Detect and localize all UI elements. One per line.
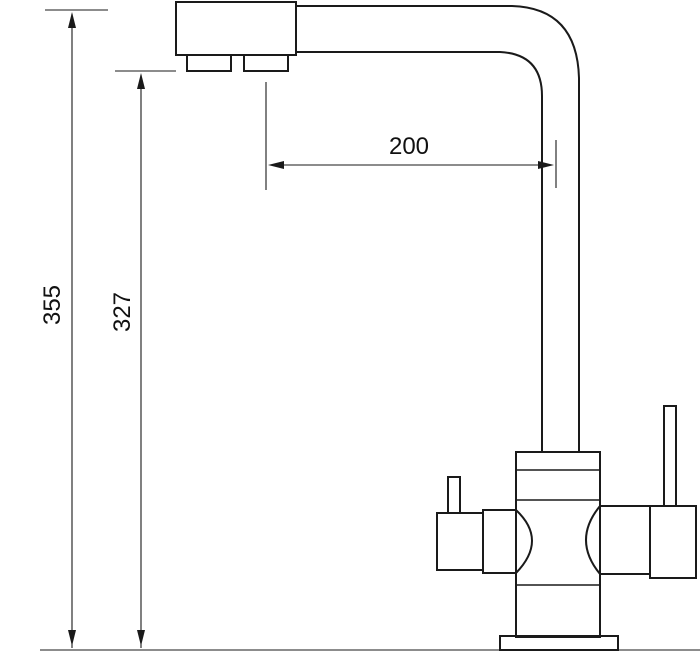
dimension-label-200: 200 xyxy=(389,133,429,160)
outlet-nozzle-right xyxy=(243,54,289,72)
outlet-nozzle-left xyxy=(186,54,232,72)
left-handle-cap xyxy=(436,512,484,571)
dimension-reach: 200 xyxy=(265,82,557,190)
faucet-body xyxy=(515,451,601,638)
arrowhead-bottom xyxy=(137,630,145,646)
dimension-total-height: 355 xyxy=(39,9,108,648)
arrowhead-top xyxy=(137,73,145,89)
spout-outer-edge xyxy=(296,5,580,452)
right-handle xyxy=(585,405,697,579)
base-plate xyxy=(499,635,619,651)
dimension-outlet-height: 327 xyxy=(109,70,176,648)
arrowhead-right xyxy=(538,161,554,169)
left-handle-neck xyxy=(482,509,517,574)
base-plate-body xyxy=(499,635,619,651)
left-lever xyxy=(447,476,461,514)
right-lever xyxy=(663,405,677,507)
arrowhead-left xyxy=(268,161,284,169)
right-handle-neck xyxy=(599,505,651,575)
body-column xyxy=(515,451,601,638)
right-handle-dome xyxy=(585,505,601,575)
right-handle-cap xyxy=(649,505,697,579)
spout-arm xyxy=(296,5,580,452)
spout-head xyxy=(175,1,297,72)
dimension-label-355: 355 xyxy=(39,285,66,325)
arrowhead-bottom xyxy=(68,630,76,646)
left-handle-dome xyxy=(515,509,533,574)
left-handle xyxy=(436,476,533,574)
spout-head-body xyxy=(175,1,297,56)
spout-inner-edge xyxy=(296,51,543,452)
dimension-label-327: 327 xyxy=(109,292,136,332)
arrowhead-top xyxy=(68,12,76,28)
